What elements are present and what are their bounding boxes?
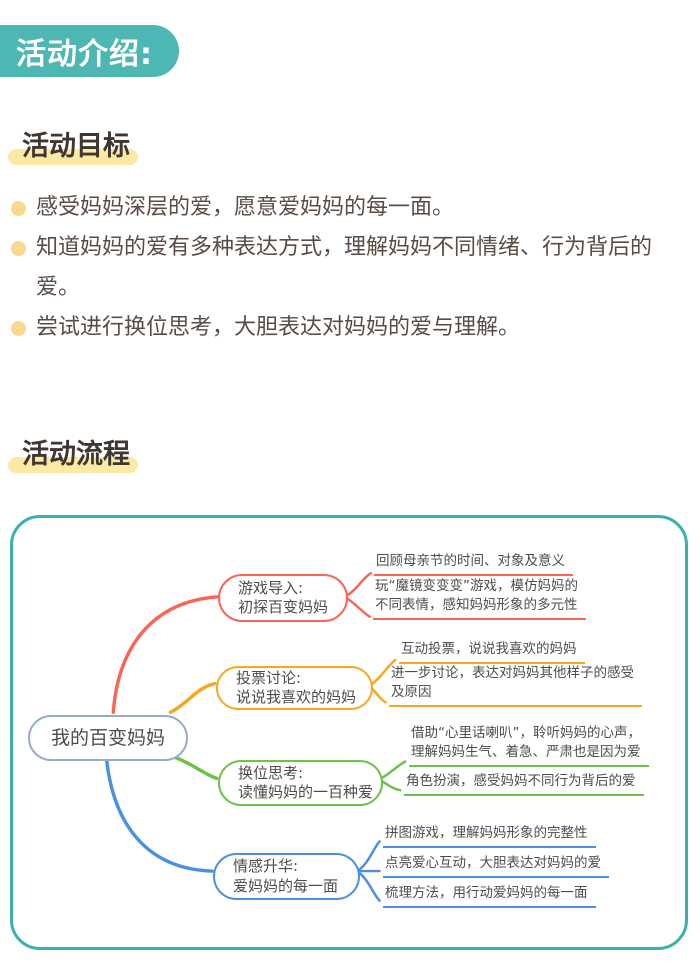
bullet-dot-icon <box>11 321 26 336</box>
bullet-dot-icon <box>11 201 26 216</box>
mindmap-leaf-vote-2: 进一步讨论，表达对妈妈其他样子的感受 及原因 <box>389 664 642 707</box>
mindmap-leaf-game-1: 回顾母亲节的时间、对象及意义 <box>374 552 573 576</box>
section-badge: 活动介绍: <box>0 25 179 77</box>
connector-root-to-game <box>111 595 219 715</box>
mindmap-leaf-emotion-3: 梳理方法，用行动爱妈妈的每一面 <box>383 884 596 908</box>
node-title-line: 游戏导入: <box>238 578 304 597</box>
mindmap-node-empathy: 换位思考: 读懂妈妈的一百种爱 <box>218 760 383 806</box>
goals-list: 感受妈妈深层的爱，愿意爱妈妈的每一面。 知道妈妈的爱有多种表达方式，理解妈妈不同… <box>10 188 678 348</box>
bullet-dot-icon <box>11 241 26 256</box>
leaf-line: 互动投票，说说我喜欢的妈妈 <box>401 641 577 657</box>
mindmap-leaf-emotion-2: 点亮爱心互动，大胆表达对妈妈的爱 <box>383 854 609 878</box>
leaf-line: 梳理方法，用行动爱妈妈的每一面 <box>385 885 588 901</box>
mindmap-leaf-emotion-1: 拼图游戏，理解妈妈形象的完整性 <box>383 824 596 848</box>
leaf-line: 进一步讨论，表达对妈妈其他样子的感受 <box>391 665 634 681</box>
node-title-line: 说说我喜欢的妈妈 <box>236 688 357 706</box>
connector-game-leaf-2 <box>343 595 371 618</box>
mindmap-leaf-vote-1: 互动投票，说说我喜欢的妈妈 <box>399 640 585 664</box>
mindmap-leaf-game-2: 玩“魔镜变变变”游戏，模仿妈妈的 不同表情，感知妈妈形象的多元性 <box>373 577 586 620</box>
connector-root-to-emotion <box>104 755 214 873</box>
leaf-line: 借助“心里话喇叭”，聆听妈妈的心声， <box>411 725 641 741</box>
goal-item: 知道妈妈的爱有多种表达方式，理解妈妈不同情绪、行为背后的爱。 <box>10 228 678 308</box>
root-label: 我的百变妈妈 <box>50 726 165 749</box>
leaf-line: 角色扮演，感受妈妈不同行为背后的爱 <box>406 773 636 789</box>
goals-heading: 活动目标 <box>8 124 138 165</box>
section-badge-label: 活动介绍: <box>16 37 153 72</box>
goal-text: 尝试进行换位思考，大胆表达对妈妈的爱与理解。 <box>36 315 521 340</box>
node-title-line: 情感升华: <box>233 857 299 875</box>
goals-heading-text: 活动目标 <box>22 131 130 162</box>
node-title-line: 换位思考: <box>238 763 304 782</box>
goal-text: 感受妈妈深层的爱，愿意爱妈妈的每一面。 <box>36 195 455 220</box>
leaf-line: 回顾母亲节的时间、对象及意义 <box>376 553 565 569</box>
connector-emotion-leaf-1 <box>355 840 381 873</box>
mindmap-node-game-intro: 游戏导入: 初探百变妈妈 <box>218 574 348 622</box>
connector-empathy-leaf-1 <box>378 760 407 781</box>
mindmap-node-emotion: 情感升华: 爱妈妈的每一面 <box>213 853 360 900</box>
goal-item: 尝试进行换位思考，大胆表达对妈妈的爱与理解。 <box>10 308 678 348</box>
goal-item: 感受妈妈深层的爱，愿意爱妈妈的每一面。 <box>10 188 678 228</box>
connector-root-to-vote <box>168 681 217 715</box>
node-title-line: 初探百变妈妈 <box>238 598 329 616</box>
heading-highlight-bar <box>8 457 138 473</box>
leaf-line: 玩“魔镜变变变”游戏，模仿妈妈的 <box>375 578 578 594</box>
leaf-line: 及原因 <box>391 684 432 700</box>
mindmap-leaf-empathy-1: 借助“心里话喇叭”，聆听妈妈的心声， 理解妈妈生气、着急、严肃也是因为爱 <box>409 724 649 767</box>
connector-root-to-empathy <box>173 755 219 781</box>
node-title-line: 读懂妈妈的一百种爱 <box>238 783 374 801</box>
process-heading: 活动流程 <box>8 432 138 473</box>
mindmap-leaf-empathy-2: 角色扮演，感受妈妈不同行为背后的爱 <box>404 772 644 796</box>
leaf-line: 不同表情，感知妈妈形象的多元性 <box>375 597 578 613</box>
node-title-line: 爱妈妈的每一面 <box>233 876 339 895</box>
mindmap-node-vote-discuss: 投票讨论: 说说我喜欢的妈妈 <box>216 666 373 710</box>
connector-game-leaf-1 <box>343 571 372 599</box>
leaf-line: 理解妈妈生气、着急、严肃也是因为爱 <box>411 744 641 760</box>
leaf-line: 点亮爱心互动，大胆表达对妈妈的爱 <box>385 855 601 871</box>
mindmap-panel: 我的百变妈妈 游戏导入: 初探百变妈妈 投票讨论: 说说我喜欢的妈妈 换位思考:… <box>10 515 688 950</box>
leaf-line: 拼图游戏，理解妈妈形象的完整性 <box>385 825 588 841</box>
heading-highlight-bar <box>8 149 138 165</box>
process-heading-text: 活动流程 <box>22 439 130 470</box>
goal-text: 知道妈妈的爱有多种表达方式，理解妈妈不同情绪、行为背后的爱。 <box>36 235 653 300</box>
node-title-line: 投票讨论: <box>236 668 302 687</box>
connector-emotion-leaf-3 <box>355 869 381 902</box>
mindmap-root-node: 我的百变妈妈 <box>28 715 188 761</box>
